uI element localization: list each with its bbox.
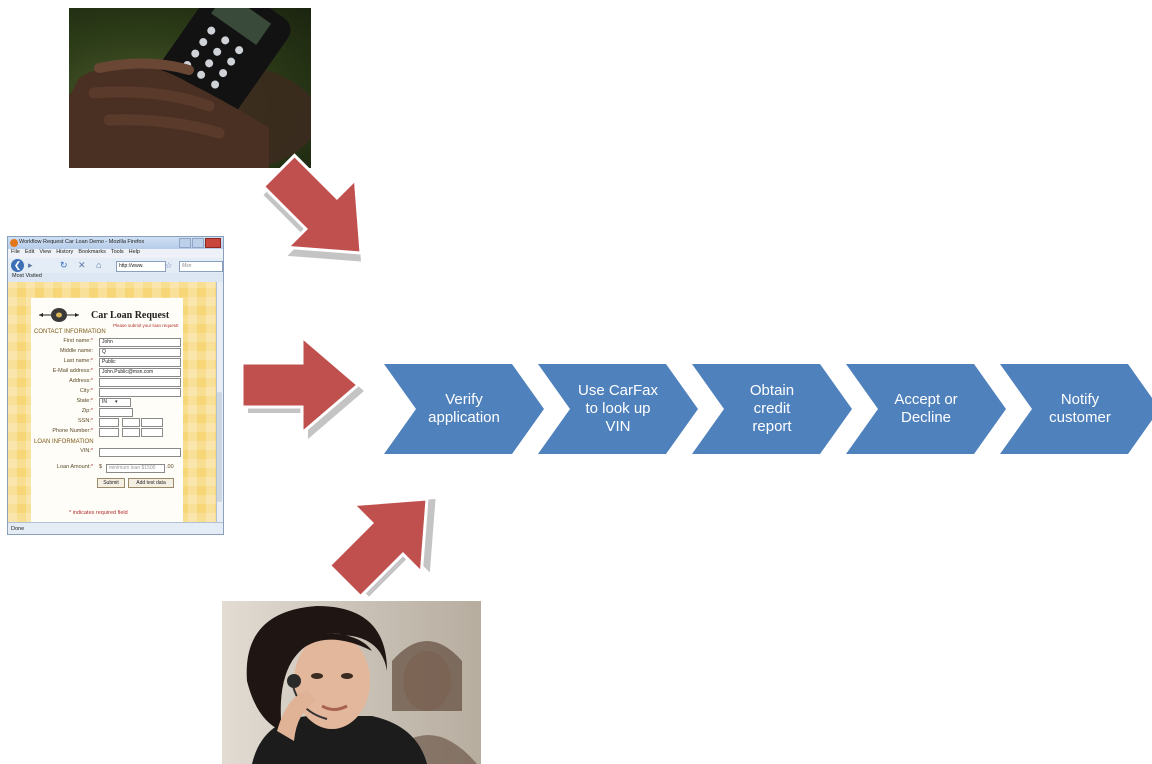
process-step-decision: Accept or Decline	[846, 364, 1006, 454]
process-step-verify: Verify application	[384, 364, 544, 454]
city-label: City:*	[79, 388, 93, 394]
add-test-data-button[interactable]: Add test data	[128, 478, 174, 488]
middle-name-label: Middle name:	[59, 348, 93, 354]
loan-amount-label: Loan Amount:*	[56, 464, 93, 470]
dropdown-arrow-icon: ▾	[115, 399, 118, 405]
bookmarks-toolbar: Most Visited	[8, 273, 223, 282]
firefox-icon	[10, 239, 18, 247]
vin-label: VIN:*	[80, 448, 93, 454]
ssn-label: SSN:*	[78, 418, 93, 424]
browser-title-bar	[8, 237, 223, 249]
hand-holding-phone-image	[69, 8, 311, 168]
browser-window-title: Workflow Request Car Loan Demo - Mozilla…	[19, 239, 145, 245]
star-icon[interactable]: ☆	[165, 261, 173, 270]
chevron-shape	[846, 364, 1006, 454]
browser-screenshot: Workflow Request Car Loan Demo - Mozilla…	[7, 236, 224, 535]
arrow-from-form	[240, 333, 364, 439]
state-select[interactable]: IN▾	[99, 398, 131, 407]
search-input[interactable]: Msn	[179, 261, 223, 272]
bookmark-most-visited[interactable]: Most Visited	[12, 273, 42, 279]
process-step-label: Verify application	[428, 391, 500, 426]
phone-area-input[interactable]	[99, 428, 119, 437]
minimize-icon[interactable]	[179, 238, 191, 248]
loan-section-heading: LOAN INFORMATION	[34, 439, 94, 445]
menu-help[interactable]: Help	[128, 249, 140, 255]
currency-symbol: $	[99, 464, 103, 470]
chevron-shape	[384, 364, 544, 454]
email-input[interactable]: John.Public@msn.com	[99, 368, 181, 377]
phone-label: Phone Number:*	[52, 428, 93, 434]
phone-line-input[interactable]	[141, 428, 163, 437]
process-step-label: Accept or Decline	[894, 391, 958, 426]
process-step-label: Notify customer	[1049, 391, 1111, 426]
forward-arrow-icon[interactable]: ▸	[28, 260, 33, 270]
process-step-notify: Notify customer	[1000, 364, 1152, 454]
menu-history[interactable]: History	[56, 249, 74, 255]
ssn-part-2-input[interactable]	[122, 418, 140, 427]
zip-input[interactable]	[99, 408, 133, 417]
phone-photo	[69, 8, 311, 168]
arrow-from-agent	[327, 497, 436, 599]
chevron-shape	[1000, 364, 1152, 454]
last-name-label: Last name:*	[63, 358, 93, 364]
menu-view[interactable]: View	[39, 249, 52, 255]
ssn-part-3-input[interactable]	[141, 418, 163, 427]
scrollbar-thumb[interactable]	[217, 392, 222, 502]
browser-menu-bar: File Edit View History Bookmarks Tools Help	[8, 249, 223, 258]
submit-button[interactable]: Submit	[97, 478, 125, 488]
middle-name-input[interactable]: Q	[99, 348, 181, 357]
loan-cents: .00	[166, 464, 174, 470]
address-label: Address:*	[69, 378, 93, 384]
process-step-label: Use CarFax to look up VIN	[577, 382, 659, 435]
agent-photo	[222, 601, 481, 764]
state-label: State:*	[76, 398, 93, 404]
menu-tools[interactable]: Tools	[110, 249, 124, 255]
stop-icon[interactable]: ✕	[78, 260, 86, 270]
process-step-credit: Obtain credit report	[692, 364, 852, 454]
menu-file[interactable]: File	[11, 249, 20, 255]
chevron-shape	[538, 364, 698, 454]
process-step-carfax: Use CarFax to look up VIN	[538, 364, 698, 454]
process-step-label: Obtain credit report	[749, 382, 795, 435]
close-icon[interactable]	[205, 238, 221, 248]
chevron-shape	[692, 364, 852, 454]
first-name-input[interactable]: John	[99, 338, 181, 347]
zip-label: Zip:*	[81, 408, 93, 414]
loan-request-form: Car Loan Request Please submit your loan…	[31, 298, 183, 522]
vin-input[interactable]	[99, 448, 181, 457]
browser-status-bar: Done	[8, 522, 223, 534]
back-arrow-icon[interactable]: ❮	[11, 259, 24, 272]
first-name-label: First name:*	[63, 338, 93, 344]
home-icon[interactable]: ⌂	[96, 260, 102, 270]
last-name-input[interactable]: Public	[99, 358, 181, 367]
url-input[interactable]: http://www.	[116, 261, 166, 272]
email-label: E-Mail address:*	[52, 368, 93, 374]
ssn-part-1-input[interactable]	[99, 418, 119, 427]
loan-amount-input[interactable]: minimum loan $1500	[106, 464, 165, 473]
window-controls	[178, 238, 221, 248]
status-text: Done	[11, 526, 25, 532]
contact-section-heading: CONTACT INFORMATION	[34, 329, 106, 335]
city-input[interactable]	[99, 388, 181, 397]
menu-edit[interactable]: Edit	[24, 249, 35, 255]
arrow-from-phone	[261, 153, 363, 262]
required-field-note: * indicates required field	[69, 510, 128, 516]
woman-with-headset-image	[246, 606, 477, 764]
form-title: Car Loan Request	[91, 310, 170, 321]
reload-icon[interactable]: ↻	[60, 260, 68, 270]
browser-nav-bar: ❮ ▸ ↻ ✕ ⌂ http://www. ☆ Msn	[8, 258, 223, 273]
maximize-icon[interactable]	[192, 238, 204, 248]
address-input[interactable]	[99, 378, 181, 387]
car-logo-icon	[39, 308, 79, 322]
menu-bookmarks[interactable]: Bookmarks	[78, 249, 106, 255]
form-subtitle: Please submit your loan request!	[113, 323, 179, 328]
phone-prefix-input[interactable]	[122, 428, 140, 437]
